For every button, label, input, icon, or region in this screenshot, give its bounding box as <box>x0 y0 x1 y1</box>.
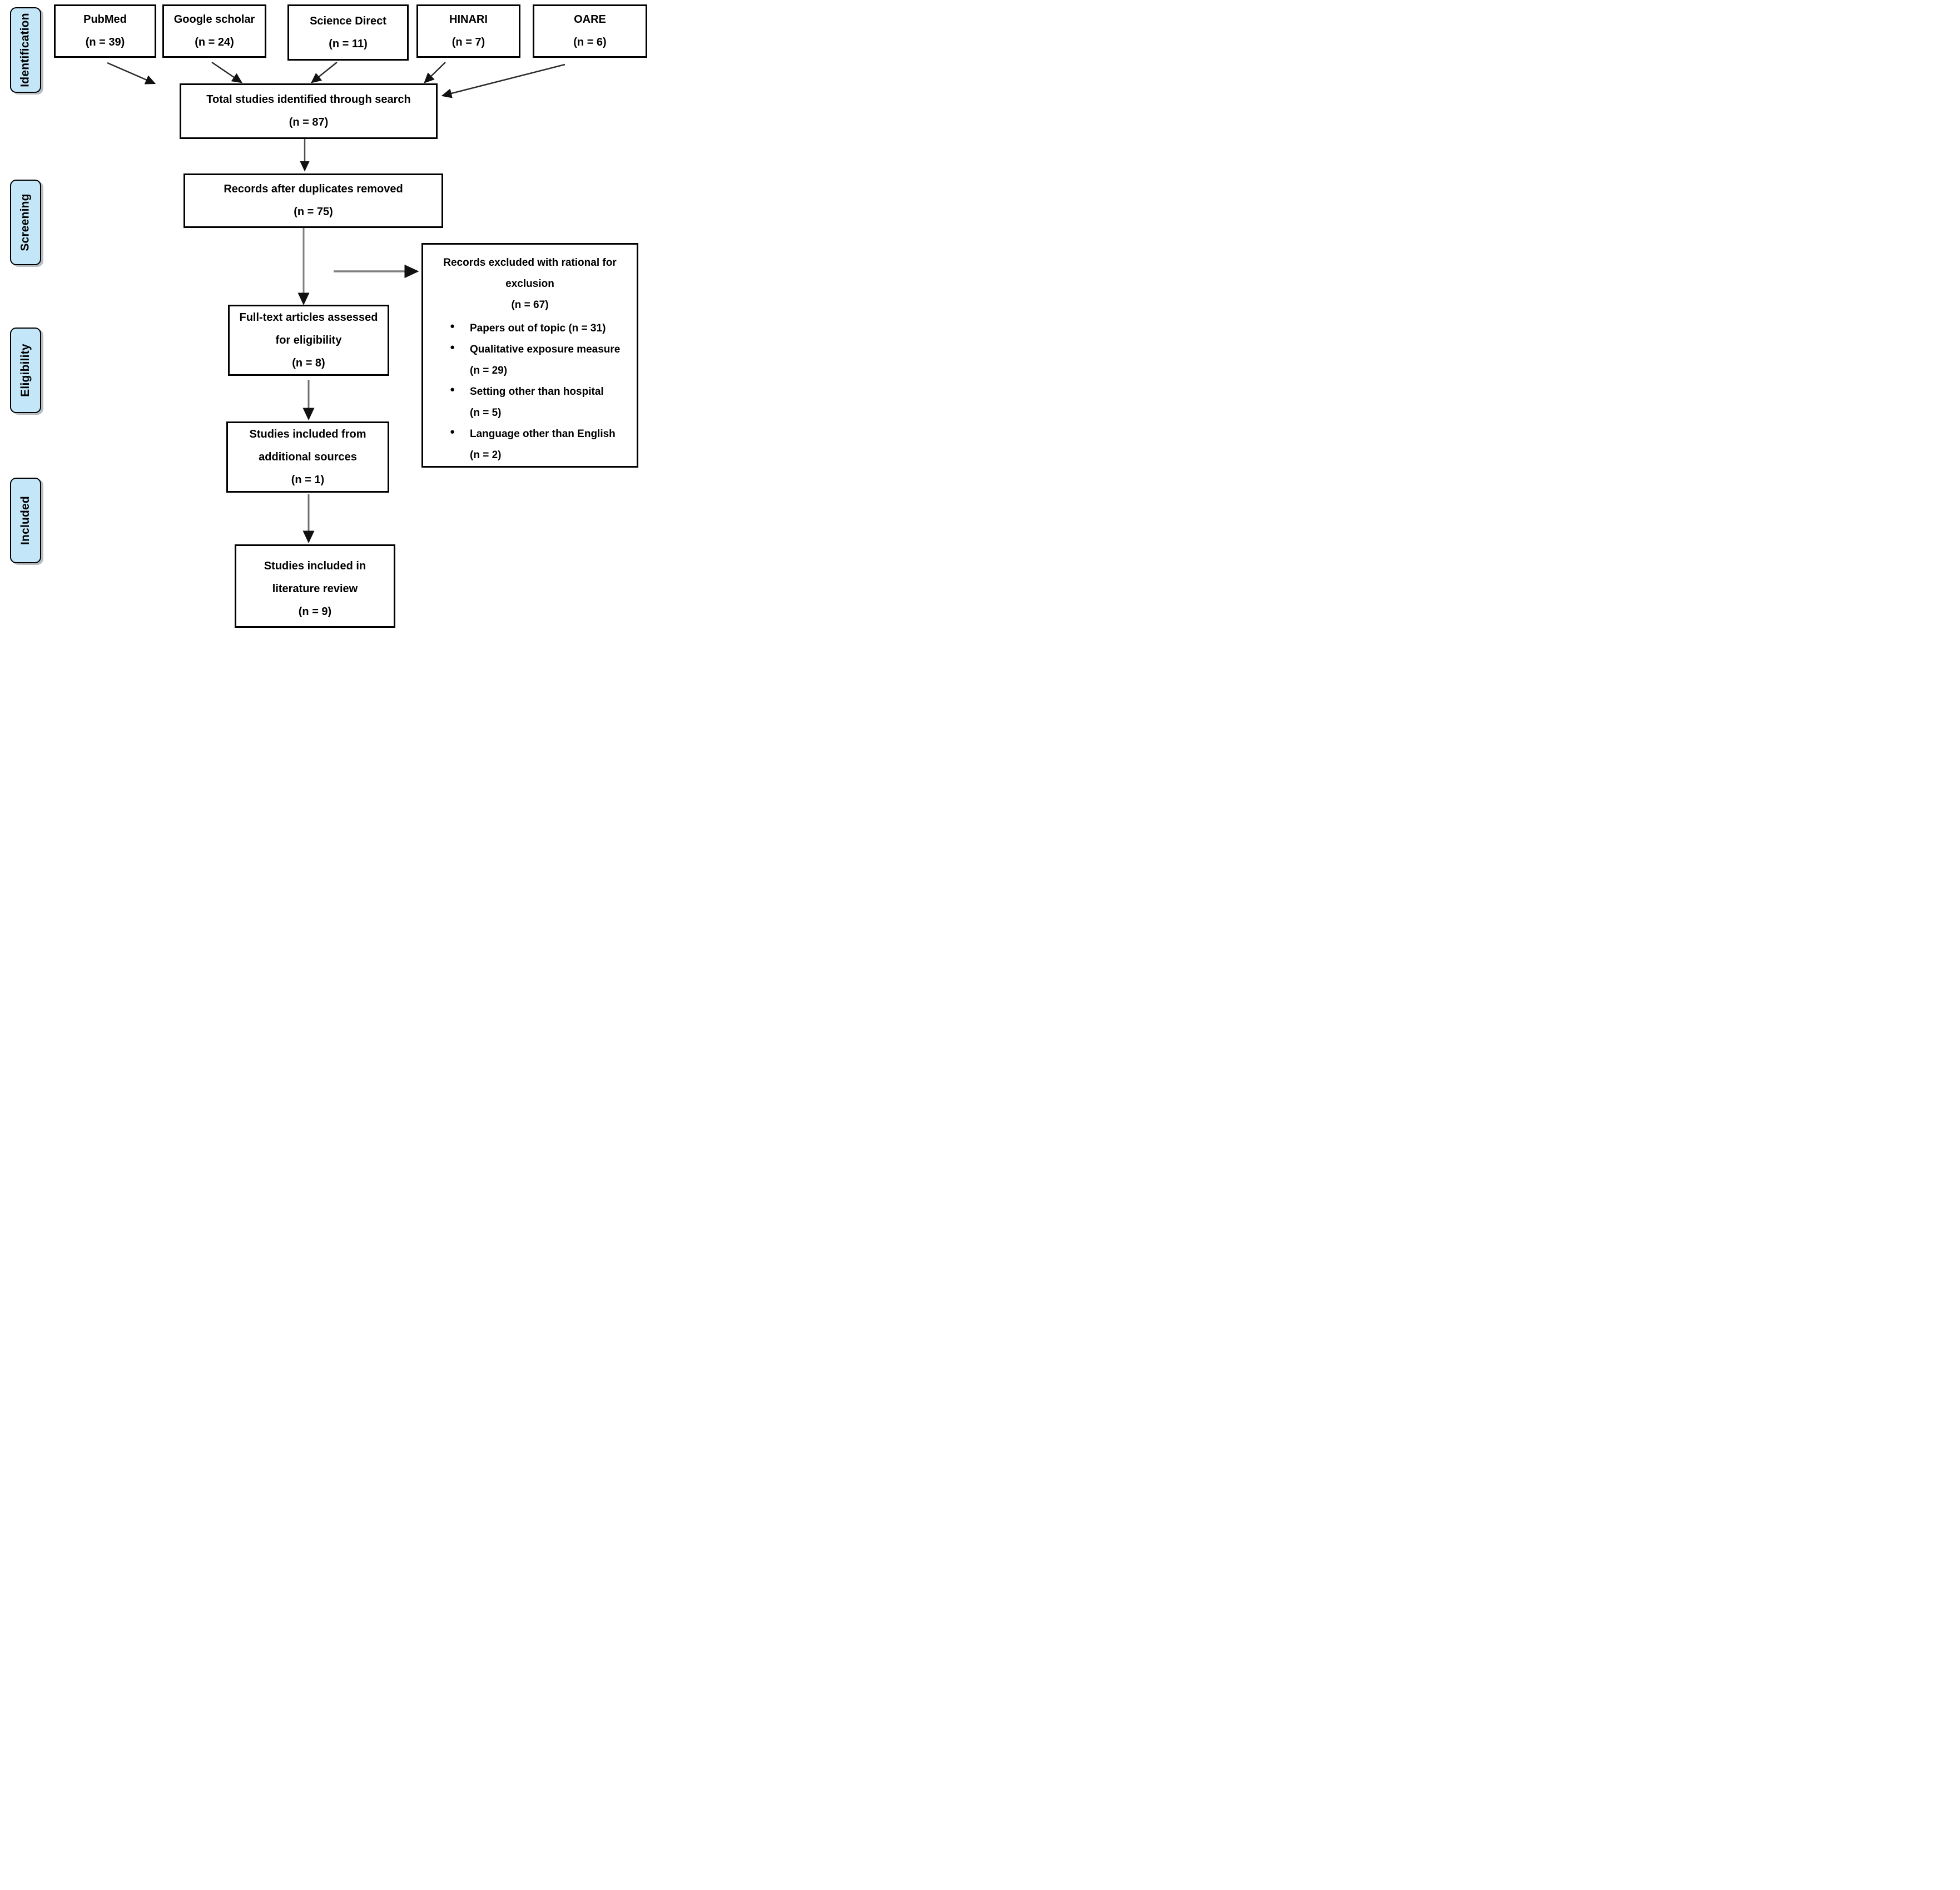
arrow-sciencedirect-to-total <box>311 62 338 83</box>
node-total-studies: Total studies identified through search … <box>180 83 438 139</box>
stage-identification-label: Identification <box>19 13 32 87</box>
exclusion-reason-count: (n = 29) <box>470 365 508 376</box>
node-records-excluded-title-line1: Records excluded with rational for <box>443 257 617 269</box>
stage-screening: Screening <box>10 180 41 265</box>
exclusion-reason-list: ● Papers out of topic (n = 31) ● Qualita… <box>429 318 631 466</box>
stage-screening-label: Screening <box>19 194 32 251</box>
stage-eligibility: Eligibility <box>10 328 41 413</box>
source-hinari-count: (n = 7) <box>451 36 485 48</box>
bullet-icon: ● <box>450 321 455 331</box>
source-box-google-scholar: Google scholar (n = 24) <box>162 4 266 58</box>
arrow-google-to-total <box>211 61 243 83</box>
exclusion-reason-text: Setting other than hospital <box>470 386 604 398</box>
node-additional-sources-line2: additional sources <box>259 450 357 463</box>
node-records-excluded: Records excluded with rational for exclu… <box>421 243 638 468</box>
node-records-excluded-count: (n = 67) <box>511 299 549 311</box>
exclusion-reason-item: ● Setting other than hospital (n = 5) <box>429 381 631 424</box>
exclusion-reason-item: ● Papers out of topic (n = 31) <box>429 318 631 339</box>
exclusion-reason-count: (n = 5) <box>470 407 502 419</box>
node-literature-review-count: (n = 9) <box>298 606 332 618</box>
arrow-oare-to-total <box>441 63 565 98</box>
node-records-excluded-title-line2: exclusion <box>505 278 554 290</box>
stage-identification: Identification <box>10 7 41 93</box>
node-literature-review-line2: literature review <box>272 583 358 595</box>
exclusion-reason-item: ● Language other than English (n = 2) <box>429 424 631 466</box>
prisma-flow-diagram: Identification Screening Eligibility Inc… <box>0 0 653 630</box>
source-pubmed-name: PubMed <box>83 13 127 26</box>
exclusion-reason-text: Papers out of topic (n = 31) <box>470 323 606 334</box>
stage-included: Included <box>10 478 41 563</box>
source-science-direct-count: (n = 11) <box>329 37 368 50</box>
source-google-scholar-name: Google scholar <box>173 13 255 26</box>
source-box-oare: OARE (n = 6) <box>533 4 647 58</box>
stage-eligibility-label: Eligibility <box>19 344 32 397</box>
node-duplicates-removed-label: Records after duplicates removed <box>224 183 403 195</box>
node-total-studies-label: Total studies identified through search <box>206 93 411 106</box>
source-box-hinari: HINARI (n = 7) <box>416 4 520 58</box>
source-pubmed-count: (n = 39) <box>85 36 125 48</box>
source-oare-count: (n = 6) <box>573 36 607 48</box>
stage-included-label: Included <box>19 496 32 545</box>
bullet-icon: ● <box>450 385 455 394</box>
node-fulltext-assessed-line2: for eligibility <box>275 334 342 346</box>
node-literature-review: Studies included in literature review (n… <box>235 544 395 628</box>
source-google-scholar-count: (n = 24) <box>195 36 234 48</box>
arrow-pubmed-to-total <box>107 62 156 85</box>
arrow-hinari-to-total <box>424 62 446 83</box>
exclusion-reason-text: Qualitative exposure measure <box>470 344 621 355</box>
node-fulltext-assessed: Full-text articles assessed for eligibil… <box>228 305 389 376</box>
node-fulltext-assessed-count: (n = 8) <box>292 356 325 369</box>
exclusion-reason-count: (n = 2) <box>470 449 502 461</box>
node-additional-sources-count: (n = 1) <box>291 473 325 486</box>
node-fulltext-assessed-line1: Full-text articles assessed <box>239 311 378 324</box>
node-total-studies-count: (n = 87) <box>289 116 329 128</box>
node-duplicates-removed: Records after duplicates removed (n = 75… <box>183 173 443 228</box>
source-hinari-name: HINARI <box>449 13 488 26</box>
bullet-icon: ● <box>450 427 455 436</box>
node-additional-sources-line1: Studies included from <box>249 428 366 440</box>
source-oare-name: OARE <box>574 13 606 26</box>
source-box-pubmed: PubMed (n = 39) <box>54 4 156 58</box>
node-literature-review-line1: Studies included in <box>264 560 366 572</box>
node-additional-sources: Studies included from additional sources… <box>226 421 389 493</box>
node-duplicates-removed-count: (n = 75) <box>294 206 333 218</box>
exclusion-reason-item: ● Qualitative exposure measure (n = 29) <box>429 339 631 381</box>
bullet-icon: ● <box>450 343 455 352</box>
source-science-direct-name: Science Direct <box>310 14 386 27</box>
source-box-science-direct: Science Direct (n = 11) <box>287 4 409 61</box>
exclusion-reason-text: Language other than English <box>470 428 616 440</box>
